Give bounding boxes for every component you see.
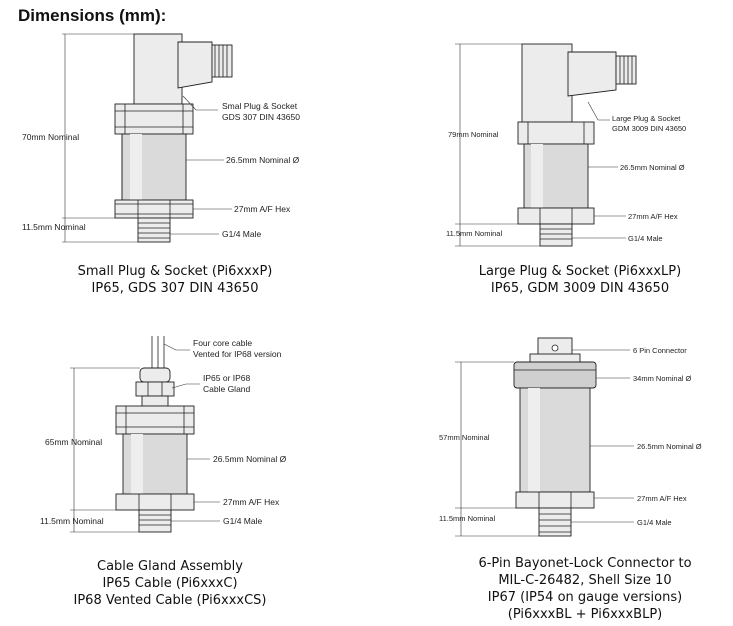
gland-diameter-label: 26.5mm Nominal Ø xyxy=(213,454,287,464)
plug-screw xyxy=(615,55,637,85)
top-collar xyxy=(517,121,595,145)
caption-cable-gland: Cable Gland Assembly IP65 Cable (Pi6xxxC… xyxy=(40,558,300,609)
small-plug-thread-height-label: 11.5mm Nominal xyxy=(22,222,86,232)
connector-housing xyxy=(521,43,573,123)
caption-bayonet: 6-Pin Bayonet-Lock Connector to MIL-C-26… xyxy=(440,555,730,623)
bayonet-thread-height-label: 11.5mm Nominal xyxy=(439,514,495,523)
diagram-cable-gland xyxy=(70,336,220,533)
gland-type-label-1: IP65 or IP68 xyxy=(203,373,251,383)
caption-line: IP65, GDM 3009 DIN 43650 xyxy=(490,281,670,296)
caption-large-plug: Large Plug & Socket (Pi6xxxLP) IP65, GDM… xyxy=(440,263,720,297)
thread-fitting xyxy=(138,509,172,533)
gland-hex-label: 27mm A/F Hex xyxy=(223,497,280,507)
hex-nut xyxy=(115,493,195,511)
diagram-large-plug xyxy=(455,43,637,247)
bayonet-connector-label: 6 Pin Connector xyxy=(633,346,687,355)
caption-line: IP65 Cable (Pi6xxxC) xyxy=(102,576,238,591)
top-collar xyxy=(114,103,194,135)
top-collar xyxy=(115,405,195,435)
caption-line: (Pi6xxxBL + Pi6xxxBLP) xyxy=(507,607,663,622)
hex-nut xyxy=(517,207,595,225)
small-plug-hex-label: 27mm A/F Hex xyxy=(234,204,291,214)
large-plug-connector-label-2: GDM 3009 DIN 43650 xyxy=(612,124,686,133)
bayonet-top-diameter-label: 34mm Nominal Ø xyxy=(633,374,692,383)
diagram-bayonet xyxy=(455,337,634,537)
small-plug-thread-label: G1/4 Male xyxy=(222,229,261,239)
gland-thread-height-label: 11.5mm Nominal xyxy=(40,516,104,526)
bayonet-hex-label: 27mm A/F Hex xyxy=(637,494,687,503)
thread-fitting xyxy=(538,507,572,537)
caption-line: IP68 Vented Cable (Pi6xxxCS) xyxy=(73,593,267,608)
caption-line: Cable Gland Assembly xyxy=(97,559,243,574)
hex-nut xyxy=(515,491,595,509)
small-plug-height-label: 70mm Nominal xyxy=(22,132,79,142)
top-shell xyxy=(513,361,597,389)
large-plug-diameter-label: 26.5mm Nominal Ø xyxy=(620,163,685,172)
large-plug-hex-label: 27mm A/F Hex xyxy=(628,212,678,221)
bayonet-thread-label: G1/4 Male xyxy=(637,518,672,527)
caption-line: IP67 (IP54 on gauge versions) xyxy=(487,590,683,605)
caption-small-plug: Small Plug & Socket (Pi6xxxP) IP65, GDS … xyxy=(40,263,310,297)
large-plug-thread-label: G1/4 Male xyxy=(628,234,663,243)
gland-cable-label-1: Four core cable xyxy=(193,338,252,348)
caption-line: 6-Pin Bayonet-Lock Connector to xyxy=(478,556,692,571)
gland-height-label: 65mm Nominal xyxy=(45,437,102,447)
gland-thread-label: G1/4 Male xyxy=(223,516,262,526)
gland-type-label-2: Cable Gland xyxy=(203,384,251,394)
caption-line: Large Plug & Socket (Pi6xxxLP) xyxy=(478,264,682,279)
diagram-small-plug xyxy=(62,33,233,243)
small-plug-connector-label-1: Smal Plug & Socket xyxy=(222,101,298,111)
gland-cable-label-2: Vented for IP68 version xyxy=(193,349,282,359)
small-plug-diameter-label: 26.5mm Nominal Ø xyxy=(226,155,300,165)
caption-line: MIL-C-26482, Shell Size 10 xyxy=(498,573,672,588)
small-plug-connector-label-2: GDS 307 DIN 43650 xyxy=(222,112,300,122)
plug-socket xyxy=(567,51,617,97)
large-plug-height-label: 79mm Nominal xyxy=(448,130,499,139)
bayonet-height-label: 57mm Nominal xyxy=(439,433,490,442)
bayonet-diameter-label: 26.5mm Nominal Ø xyxy=(637,442,702,451)
hex-nut xyxy=(114,199,194,219)
caption-line: Small Plug & Socket (Pi6xxxP) xyxy=(77,264,273,279)
page-heading: Dimensions (mm): xyxy=(18,6,167,25)
caption-line: IP65, GDS 307 DIN 43650 xyxy=(91,281,259,296)
thread-fitting xyxy=(539,223,573,247)
connector-housing xyxy=(133,33,183,105)
plug-socket xyxy=(177,41,213,89)
large-plug-thread-height-label: 11.5mm Nominal xyxy=(446,229,502,238)
gland-nut xyxy=(135,381,175,397)
gland-cap xyxy=(139,367,171,383)
large-plug-connector-label-1: Large Plug & Socket xyxy=(612,114,681,123)
